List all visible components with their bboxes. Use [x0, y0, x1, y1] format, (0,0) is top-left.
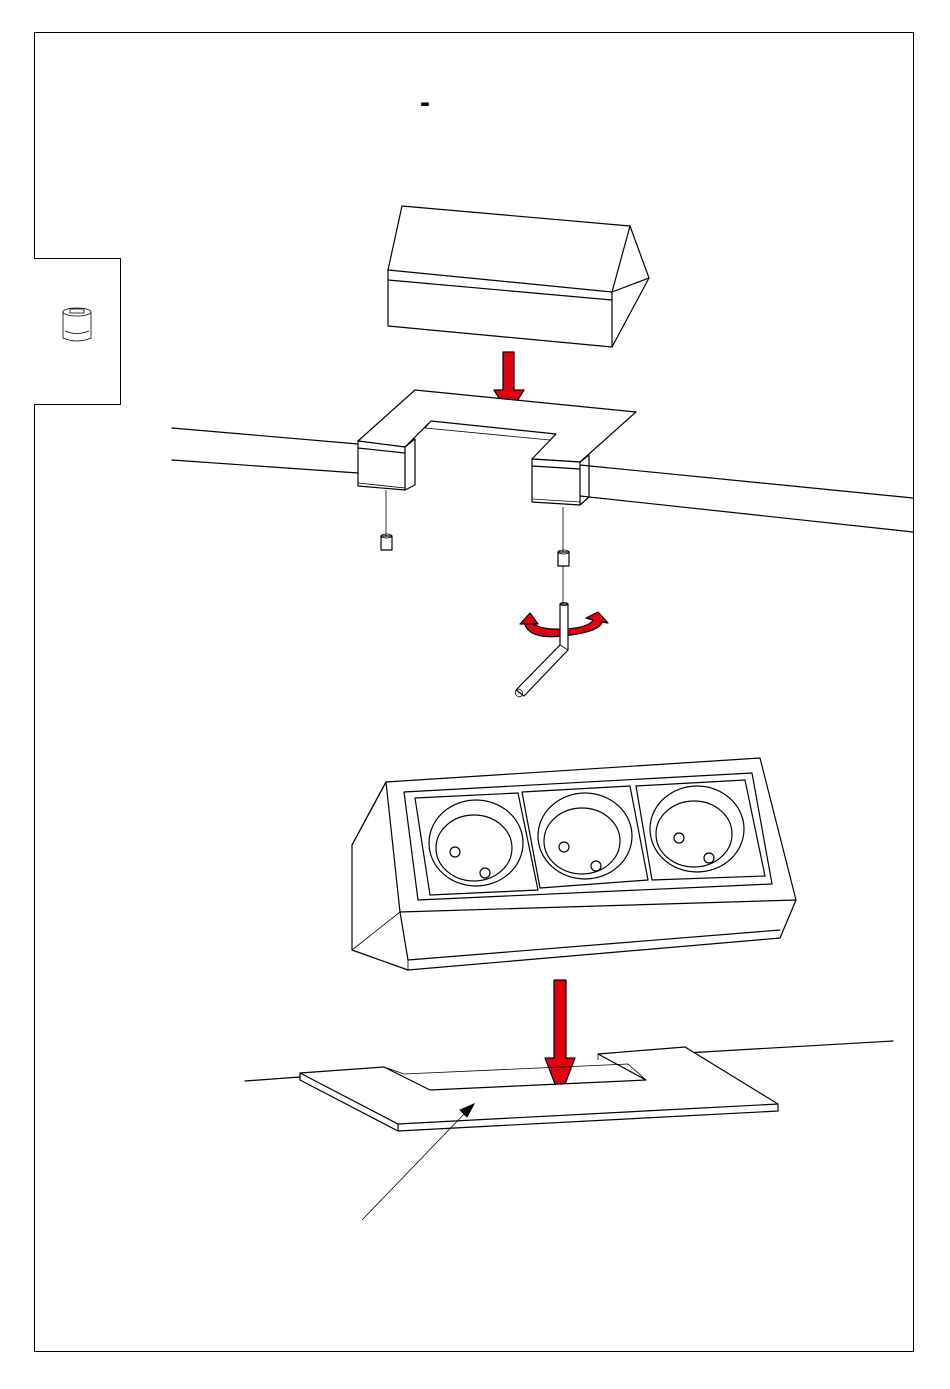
mounting-bracket [358, 390, 636, 505]
base-plate [300, 1047, 778, 1131]
down-arrow-bottom [545, 980, 575, 1097]
set-screws [381, 490, 569, 604]
socket-unit-three-outlets [352, 758, 796, 970]
cover-box [388, 206, 649, 347]
hex-key [514, 603, 568, 699]
